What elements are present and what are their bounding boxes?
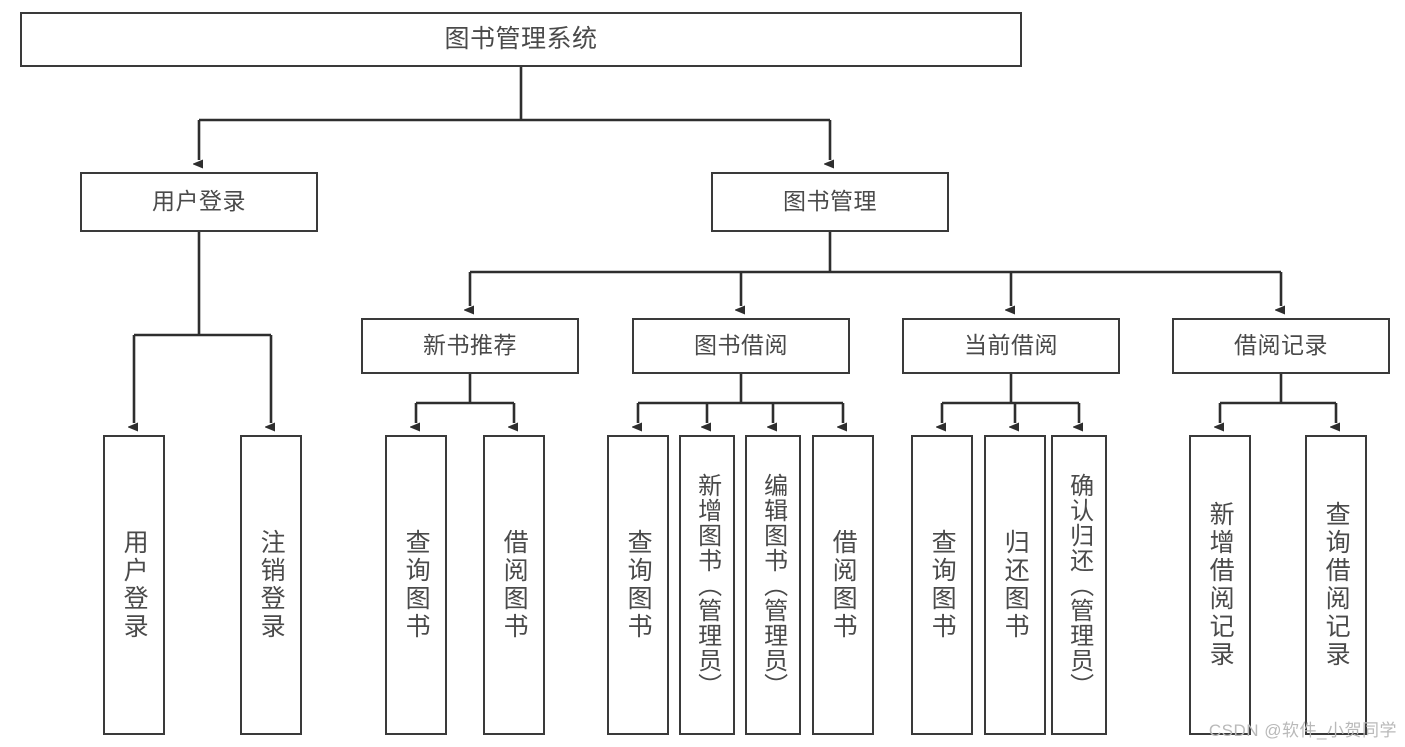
node-leaf-user-login[interactable]: 用户登录 [103,435,165,735]
node-label: 借阅图书 [500,529,529,641]
node-label: 当前借阅 [964,332,1058,359]
node-user-login[interactable]: 用户登录 [80,172,318,232]
node-loan-record[interactable]: 借阅记录 [1172,318,1390,374]
node-leaf-cur-return[interactable]: 归还图书 [984,435,1046,735]
node-label: 图书管理系统 [444,24,598,53]
node-book-manage[interactable]: 图书管理 [711,172,949,232]
node-label: 图书借阅 [694,332,788,359]
node-label: 查询图书 [624,529,653,641]
node-leaf-cur-query[interactable]: 查询图书 [911,435,973,735]
node-book-borrow[interactable]: 图书借阅 [632,318,850,374]
node-label: 图书管理 [783,188,877,215]
node-label: 确认归还（管理员） [1065,472,1093,698]
node-leaf-rec-add[interactable]: 新增借阅记录 [1189,435,1251,735]
node-label: 归还图书 [1001,529,1030,641]
node-label: 借阅记录 [1234,332,1328,359]
node-leaf-rec-borrow[interactable]: 借阅图书 [483,435,545,735]
node-new-book-rec[interactable]: 新书推荐 [361,318,579,374]
node-leaf-user-logout[interactable]: 注销登录 [240,435,302,735]
node-label: 用户登录 [120,529,149,641]
node-label: 新增图书（管理员） [693,472,721,698]
node-label: 新增借阅记录 [1206,501,1235,669]
node-leaf-bor-add[interactable]: 新增图书（管理员） [679,435,735,735]
watermark: CSDN @软件_小贺同学 [1208,721,1397,740]
node-current-loan[interactable]: 当前借阅 [902,318,1120,374]
node-label: 借阅图书 [829,529,858,641]
node-leaf-bor-lend[interactable]: 借阅图书 [812,435,874,735]
node-root[interactable]: 图书管理系统 [20,12,1022,67]
node-label: 编辑图书（管理员） [759,472,787,698]
node-leaf-cur-confirm[interactable]: 确认归还（管理员） [1051,435,1107,735]
node-label: 查询图书 [402,529,431,641]
node-leaf-bor-edit[interactable]: 编辑图书（管理员） [745,435,801,735]
node-label: 用户登录 [152,188,246,215]
node-label: 查询借阅记录 [1322,501,1351,669]
node-leaf-bor-query[interactable]: 查询图书 [607,435,669,735]
node-label: 注销登录 [257,529,286,641]
node-leaf-rec-search[interactable]: 查询借阅记录 [1305,435,1367,735]
node-label: 查询图书 [928,529,957,641]
node-leaf-rec-query[interactable]: 查询图书 [385,435,447,735]
node-label: 新书推荐 [423,332,517,359]
